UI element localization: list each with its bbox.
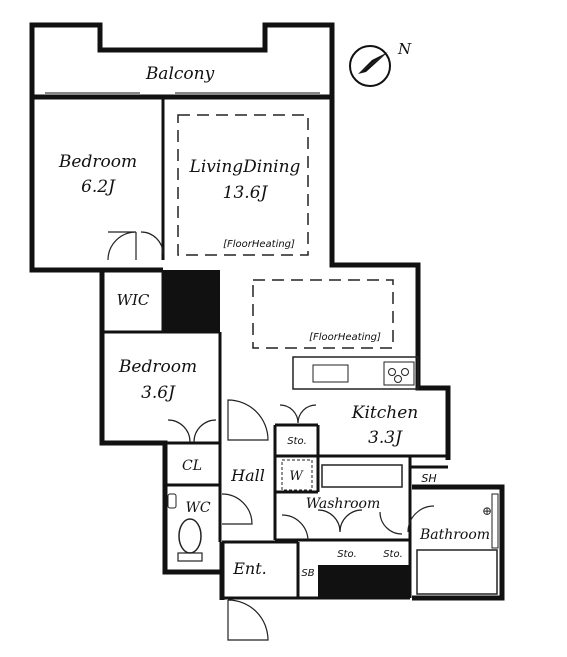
washer-space <box>281 459 313 491</box>
bedroom1-name: Bedroom <box>58 152 137 172</box>
door-sto2 <box>317 509 341 533</box>
compass: N <box>349 40 412 87</box>
exterior-walls <box>29 22 505 601</box>
shower-tap-icon: ⊕ <box>482 504 492 518</box>
pipe-shaft <box>163 270 220 332</box>
living-size: 13.6J <box>223 183 269 203</box>
bedroom2-name: Bedroom <box>118 357 197 377</box>
wic-label: WIC <box>117 291 150 309</box>
cl-label: CL <box>182 458 202 474</box>
kitchen-name: Kitchen <box>351 403 418 423</box>
bath-shower <box>491 493 499 549</box>
pipe-shaft-lower <box>318 565 410 598</box>
sto1-label: Sto. <box>287 436 307 447</box>
sb-label: SB <box>301 568 314 579</box>
hall-label: Hall <box>230 466 265 485</box>
bathtub <box>416 549 498 595</box>
toilet-icon <box>178 518 202 554</box>
vanity <box>321 464 403 488</box>
door-bedroom1 <box>107 231 137 261</box>
window-lines <box>45 92 320 98</box>
bathroom-label: Bathroom <box>419 527 490 543</box>
washroom-label: Washroom <box>306 496 381 512</box>
door-bathroom <box>407 505 435 533</box>
door-sto3 <box>379 511 403 535</box>
doors <box>107 231 435 641</box>
door-entrance <box>227 599 269 641</box>
interior-walls <box>102 97 448 600</box>
bedroom2-size: 3.6J <box>141 383 176 403</box>
living-name: LivingDining <box>189 157 301 177</box>
living-floor-heating-area <box>177 114 309 256</box>
door-bedroom2 <box>167 419 191 443</box>
w-label: W <box>289 469 304 484</box>
door-wc <box>221 493 253 525</box>
balcony-label: Balcony <box>145 64 215 84</box>
sto2-label: Sto. <box>337 549 357 560</box>
sto3-label: Sto. <box>383 549 403 560</box>
toilet-tank <box>177 552 203 562</box>
north-label: N <box>397 40 412 58</box>
kitchen-counter <box>292 356 419 390</box>
wc-sink <box>167 493 177 509</box>
door-sto1 <box>279 404 299 424</box>
stove <box>383 361 415 386</box>
burner-2 <box>401 368 409 376</box>
sink <box>312 364 349 383</box>
kitchen-floor-heating-area <box>252 279 394 349</box>
door-hall <box>227 399 269 441</box>
sh-label: SH <box>421 472 436 485</box>
kitchen-floor-heating-label: [FloorHeating] <box>309 332 381 343</box>
kitchen-size: 3.3J <box>368 428 403 448</box>
living-floor-heating-label: [FloorHeating] <box>223 239 295 250</box>
wc-label: WC <box>185 500 210 516</box>
burner-1 <box>388 368 396 376</box>
entrance-label: Ent. <box>232 559 267 578</box>
door-washroom <box>281 514 309 541</box>
compass-circle <box>349 45 391 87</box>
burner-3 <box>394 375 402 383</box>
bedroom1-size: 6.2J <box>81 177 116 197</box>
